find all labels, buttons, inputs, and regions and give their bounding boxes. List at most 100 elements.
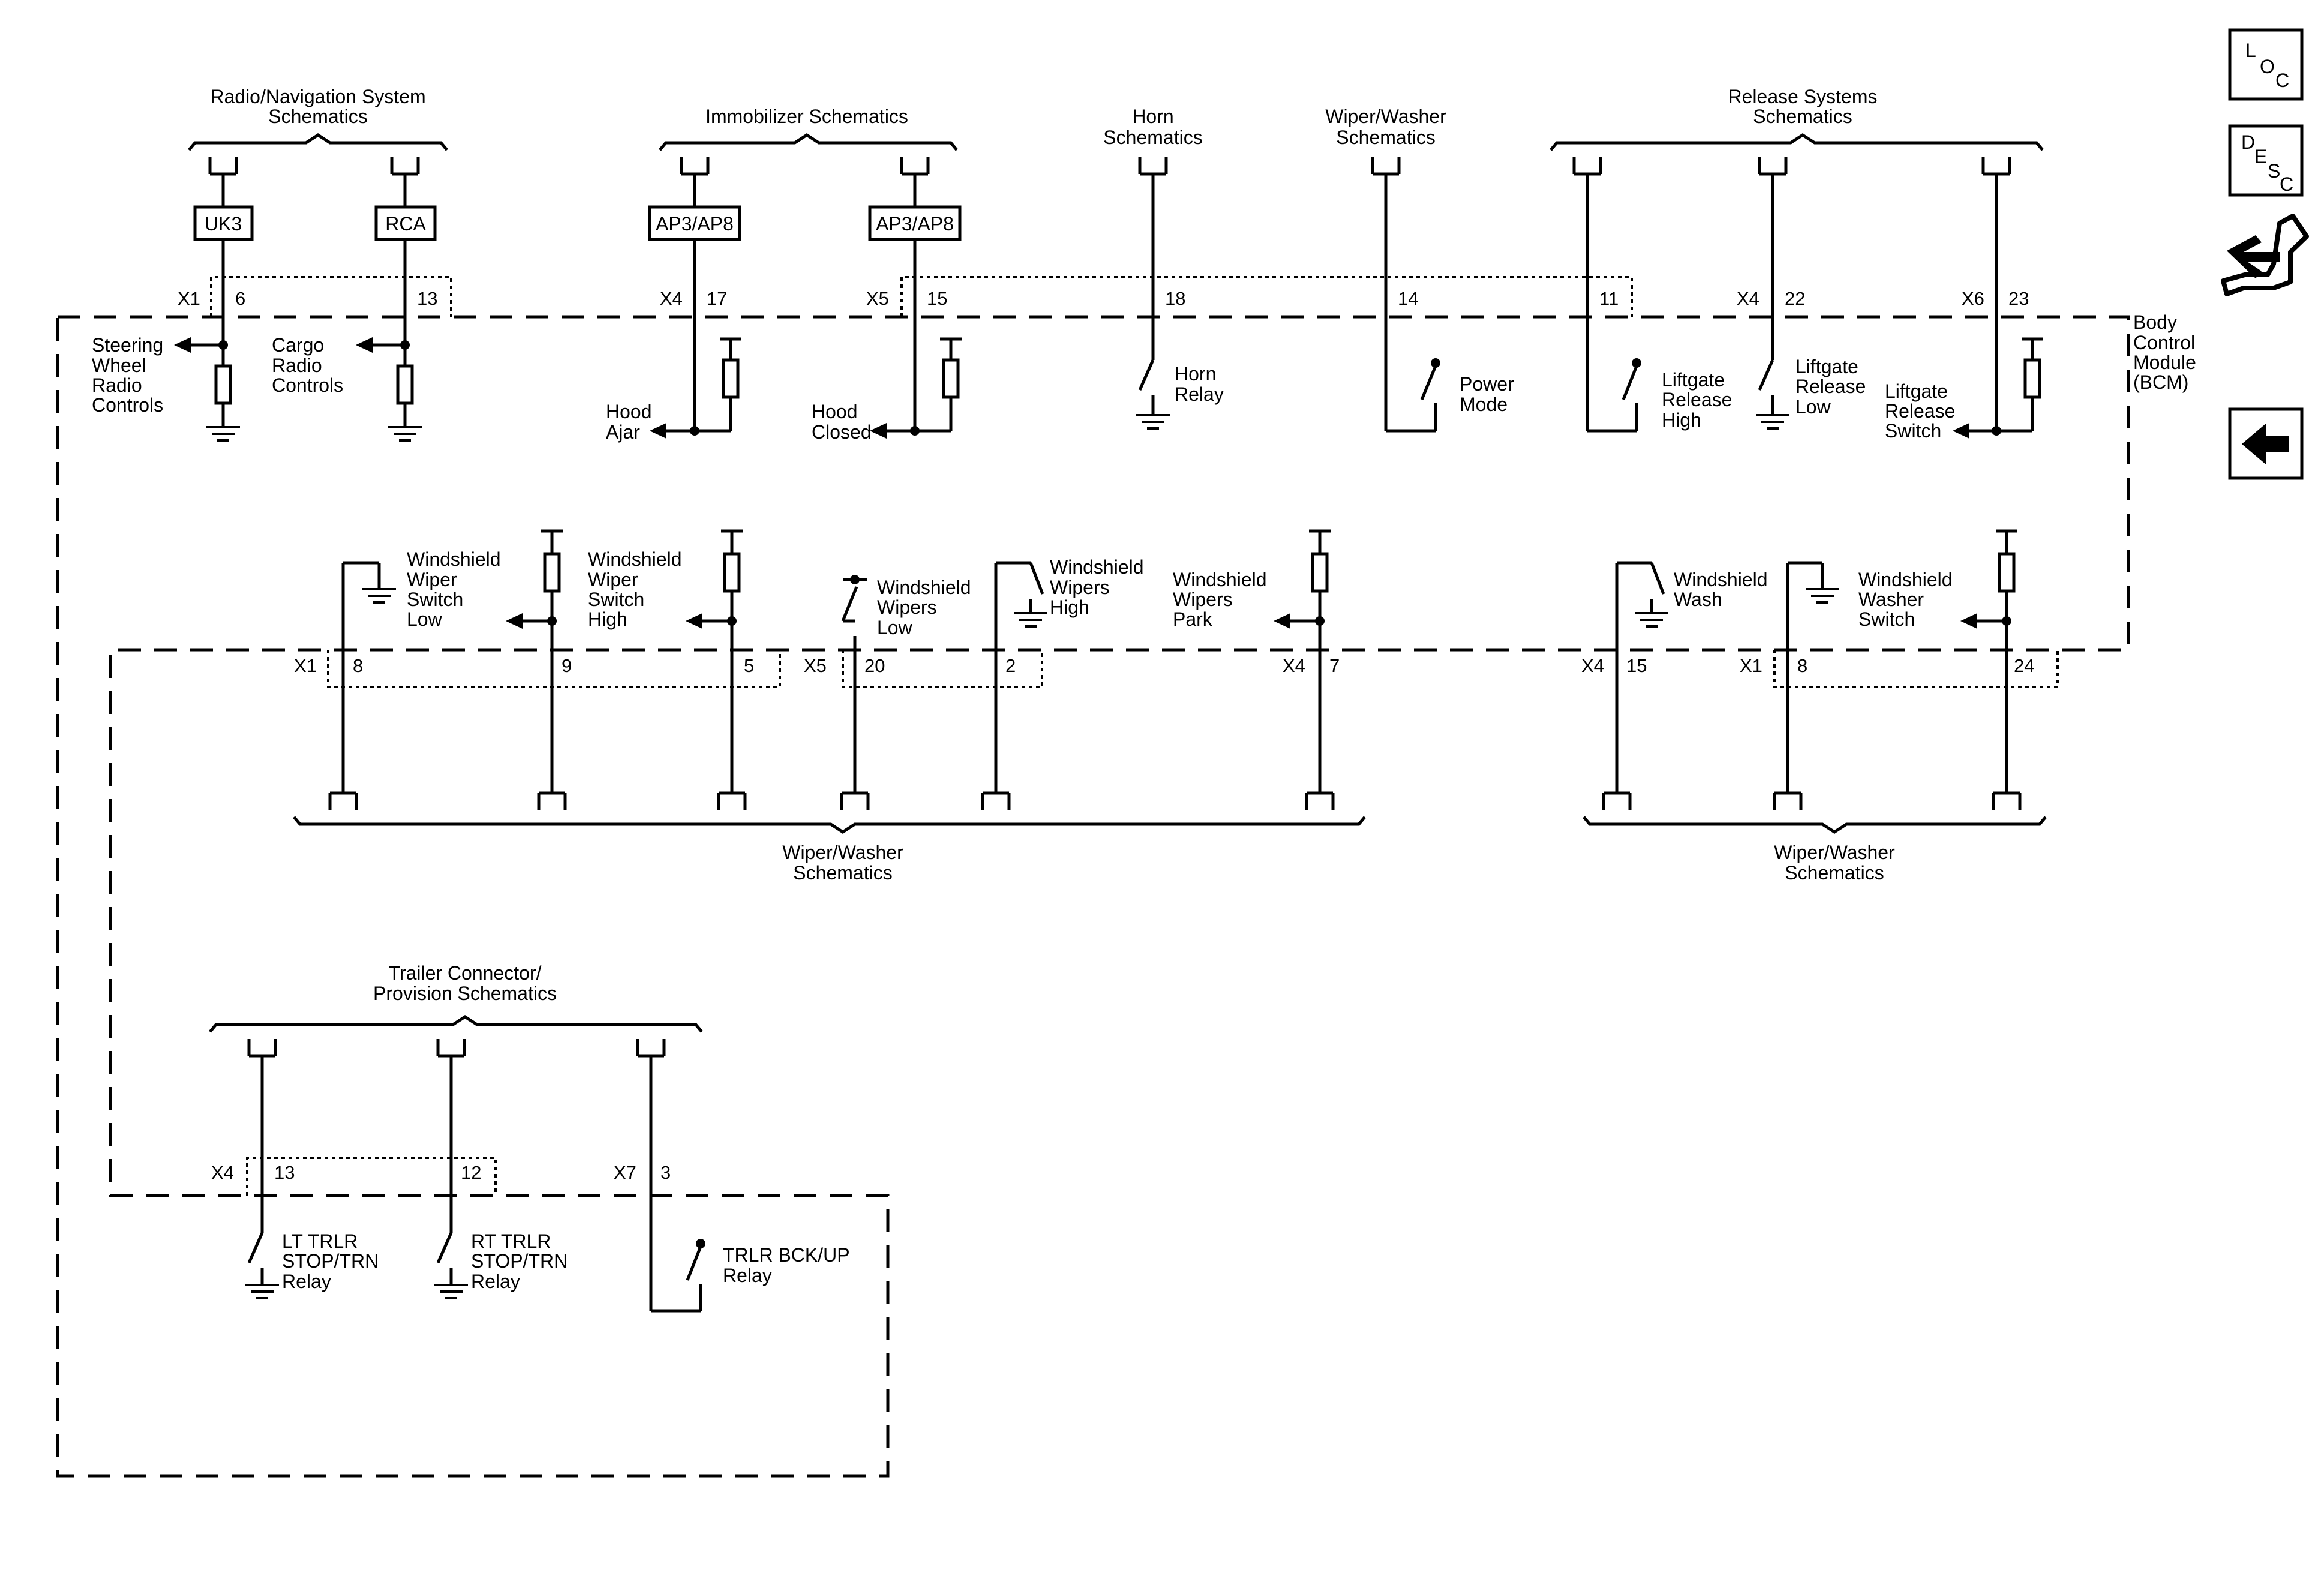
desc-icon: D E S C: [2241, 131, 2293, 195]
trailer-reference: Trailer Connector/ Provision Schematics: [209, 962, 703, 1056]
component-hand-button[interactable]: [2221, 214, 2309, 296]
circuit-ws-wipers-high: [994, 561, 1049, 793]
component-hand-icon: [2221, 214, 2309, 296]
label-line: Low: [1795, 396, 1831, 418]
ref-line: Radio/Navigation System: [210, 86, 425, 107]
label-line: Power: [1460, 373, 1514, 395]
horn-reference: Horn Schematics: [1103, 106, 1203, 174]
connector-label: X5: [804, 655, 827, 676]
circuit-liftgate-release-high: [1586, 174, 1641, 433]
connector-label: X5: [866, 288, 889, 309]
circuit-liftgate-release-switch: [1953, 174, 2043, 439]
option-label: AP3/AP8: [876, 213, 954, 235]
label-liftgate-release-high: Liftgate Release High: [1662, 369, 1732, 431]
label-ws-wiper-switch-low: Windshield Wiper Switch Low: [407, 548, 501, 630]
loc-button[interactable]: L O C: [2228, 28, 2304, 101]
label-line: Wash: [1674, 589, 1722, 610]
connector-label: X1: [294, 655, 317, 676]
label-line: Steering: [92, 334, 163, 356]
wiper-bottom-right-reference: Wiper/Washer Schematics: [1583, 793, 2047, 884]
label-line: Mode: [1460, 394, 1508, 415]
circuit-ws-wipers-low: [841, 575, 867, 793]
connector-label: X1: [1740, 655, 1762, 676]
label-line: STOP/TRN: [282, 1250, 379, 1272]
option-box-uk3: UK3: [193, 205, 254, 241]
label-liftgate-release-switch: Liftgate Release Switch: [1885, 380, 1955, 442]
circuit-lt-trlr-relay: [244, 1056, 280, 1299]
circuit-steering-wheel-controls: [174, 174, 241, 442]
label-line: Windshield: [1674, 569, 1768, 590]
label-ws-washer-switch: Windshield Washer Switch: [1858, 569, 1953, 630]
label-line: Ajar: [606, 421, 640, 443]
circuit-horn-relay: [1135, 174, 1171, 430]
label-line: Closed: [812, 421, 872, 443]
connector-label: X4: [1581, 655, 1604, 676]
pin-number: 14: [1398, 288, 1418, 309]
desc-letter: E: [2254, 146, 2267, 167]
label-ws-wipers-high: Windshield Wipers High: [1050, 556, 1144, 618]
label-line: Release: [1795, 376, 1866, 397]
connector-label: X7: [614, 1162, 636, 1183]
label-line: LT TRLR: [282, 1230, 358, 1252]
ref-line: Horn: [1132, 106, 1173, 127]
ref-line: Release Systems: [1728, 86, 1878, 107]
label-line: Horn: [1175, 363, 1216, 385]
label-line: Control: [2133, 332, 2195, 353]
desc-letter: D: [2241, 131, 2255, 153]
label-liftgate-release-low: Liftgate Release Low: [1795, 356, 1866, 418]
label-line: Liftgate: [1885, 380, 1948, 402]
pin-number: 22: [1785, 288, 1805, 309]
pin-number: 6: [235, 288, 245, 309]
label-line: Wipers: [1050, 577, 1110, 598]
label-power-mode: Power Mode: [1460, 373, 1514, 415]
label-line: High: [1050, 596, 1089, 618]
circuit-ws-wiper-switch-high: [506, 529, 563, 793]
label-line: Wiper: [588, 569, 638, 590]
circuit-hood-closed: [870, 174, 962, 439]
desc-letter: S: [2268, 160, 2280, 182]
loc-icon: L O C: [2245, 40, 2289, 91]
circuit-power-mode: [1384, 174, 1440, 433]
label-line: Wipers: [877, 596, 937, 618]
pin-number: 17: [707, 288, 727, 309]
label-line: Windshield: [877, 577, 971, 598]
circuit-ws-washer-switch: [1960, 529, 2017, 793]
circuit-ws-wiper-switch-low: [341, 561, 397, 793]
loc-letter: O: [2260, 56, 2275, 77]
ref-line: Schematics: [1753, 106, 1852, 127]
ref-line: Immobilizer Schematics: [705, 106, 908, 127]
label-line: Relay: [1175, 383, 1224, 405]
label-horn-relay: Horn Relay: [1175, 363, 1224, 405]
ref-line: Wiper/Washer: [1774, 842, 1895, 863]
label-line: (BCM): [2133, 371, 2188, 393]
circuit-hood-ajar: [650, 174, 741, 439]
pin-number: 18: [1165, 288, 1185, 309]
desc-button[interactable]: D E S C: [2228, 124, 2304, 197]
wiper-top-reference: Wiper/Washer Schematics: [1325, 106, 1446, 174]
option-box-ap3-a: AP3/AP8: [648, 205, 741, 241]
pin-labels: 6 13 17 15 18 14 11 22 23 8 9 5 20 2 7 1…: [235, 288, 2034, 1183]
label-hood-ajar: Hood Ajar: [606, 401, 652, 443]
label-line: Controls: [92, 394, 163, 416]
label-line: Radio: [272, 355, 322, 376]
label-line: High: [1662, 409, 1701, 431]
label-trlr-bckup-relay: TRLR BCK/UP Relay: [723, 1244, 850, 1286]
pin-number: 8: [1797, 655, 1807, 676]
connector-label: X4: [660, 288, 683, 309]
connector-labels: X1 X4 X5 X4 X6 X1 X5 X4 X4 X1 X4 X7: [178, 288, 1984, 1183]
pin-number: 11: [1599, 288, 1619, 309]
back-button[interactable]: [2228, 407, 2304, 480]
label-line: Relay: [723, 1265, 772, 1286]
label-line: Windshield: [1050, 556, 1144, 578]
connector-label: X6: [1962, 288, 1984, 309]
pin-number: 23: [2008, 288, 2029, 309]
label-line: Release: [1662, 389, 1732, 410]
pin-number: 7: [1329, 655, 1340, 676]
label-line: STOP/TRN: [471, 1250, 568, 1272]
ref-line: Schematics: [268, 106, 367, 127]
label-line: Relay: [471, 1271, 520, 1292]
pin-number: 2: [1005, 655, 1016, 676]
ref-line: Trailer Connector/: [389, 962, 542, 984]
label-line: Wheel: [92, 355, 146, 376]
label-ws-wipers-park: Windshield Wipers Park: [1173, 569, 1267, 630]
